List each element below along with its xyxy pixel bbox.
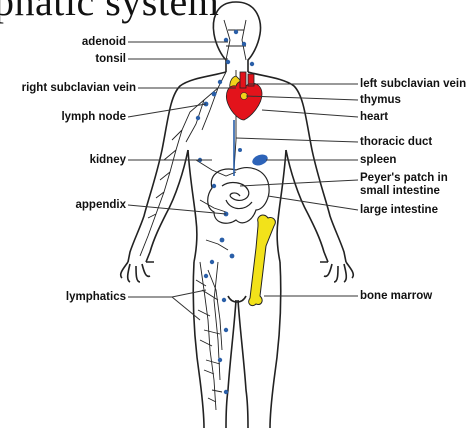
label-bone-marrow: bone marrow xyxy=(360,290,433,302)
head-outline-right xyxy=(235,1,262,72)
bone-marrow-femur xyxy=(248,214,276,307)
label-peyers-patch-line1: Peyer's patch in xyxy=(360,172,448,184)
left-arm-inner xyxy=(145,149,189,263)
label-left-subclavian-vein: left subclavian vein xyxy=(360,78,467,90)
label-large-intestine: large intestine xyxy=(360,204,438,216)
left-arm-outline xyxy=(127,71,227,263)
right-hand xyxy=(320,261,355,283)
label-kidney: kidney xyxy=(89,154,126,166)
heart xyxy=(226,71,263,121)
label-peyers-patch-line2: small intestine xyxy=(360,185,440,197)
left-hand xyxy=(119,261,154,283)
small-intestine xyxy=(221,181,253,210)
label-lymphatics: lymphatics xyxy=(65,291,126,303)
label-tonsil: tonsil xyxy=(95,53,126,65)
label-heart: heart xyxy=(360,111,389,123)
spleen xyxy=(252,154,268,166)
left-leg-outer xyxy=(192,261,205,428)
body-outline xyxy=(119,1,355,428)
left-leg-inner xyxy=(225,299,237,428)
right-arm-outline xyxy=(247,71,347,263)
label-adenoid: adenoid xyxy=(81,36,126,48)
diagram-title: phatic system xyxy=(0,0,220,24)
lymphatic-vessels xyxy=(139,19,247,411)
crotch xyxy=(227,295,247,303)
right-arm-inner xyxy=(285,149,329,263)
leader-lines xyxy=(127,41,359,321)
label-right-subclavian-vein: right subclavian vein xyxy=(21,82,136,94)
lymph-nodes xyxy=(195,29,255,395)
label-thymus: thymus xyxy=(360,94,401,106)
head-outline xyxy=(212,1,237,72)
intestines xyxy=(207,167,270,224)
right-leg-inner xyxy=(237,299,249,428)
torso-left xyxy=(187,149,198,263)
label-spleen: spleen xyxy=(360,154,397,166)
label-lymph-node: lymph node xyxy=(61,111,126,123)
label-appendix: appendix xyxy=(75,199,126,211)
right-leg-outer xyxy=(269,261,282,428)
torso-right xyxy=(276,149,287,263)
large-intestine xyxy=(207,167,270,224)
label-thoracic-duct: thoracic duct xyxy=(360,136,433,148)
